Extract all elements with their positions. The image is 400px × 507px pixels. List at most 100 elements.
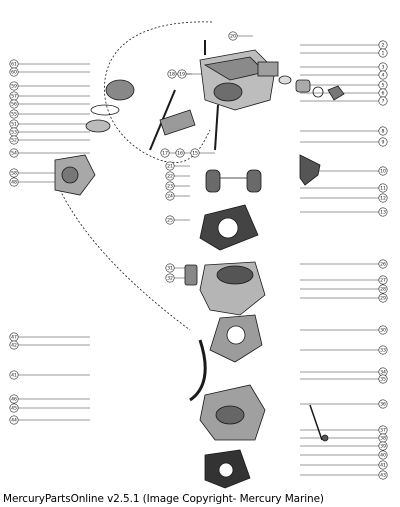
callout-right-5: 5 <box>378 80 388 90</box>
callout-number: 58 <box>11 171 17 177</box>
base-gasket <box>204 449 251 489</box>
callout-right-33: 33 <box>378 345 388 355</box>
callout-number: 40 <box>380 453 386 459</box>
callout-number: 4 <box>382 73 385 79</box>
leader-lines <box>18 35 379 476</box>
callout-number: 7 <box>382 99 385 105</box>
callout-right-29: 29 <box>378 293 388 303</box>
throttle-lever <box>299 154 321 186</box>
callout-number: 39 <box>380 444 386 450</box>
callout-number: 17 <box>162 151 168 157</box>
fuel-hose <box>189 339 207 402</box>
callout-number: 29 <box>380 296 386 302</box>
callout-inner-31: 31 <box>165 263 175 273</box>
callout-right-26: 26 <box>378 259 388 269</box>
callout-right-9: 9 <box>378 137 388 147</box>
callout-number: 32 <box>167 276 173 282</box>
callout-inner-32: 32 <box>165 273 175 283</box>
callout-number: 60 <box>11 70 17 76</box>
callout-number: 35 <box>380 377 386 383</box>
callout-left-48: 48 <box>9 177 19 187</box>
callout-inner-15: 15 <box>190 148 200 158</box>
callout-labels: 2134567891011121326272829303334353637383… <box>9 31 388 480</box>
callout-inner-24: 24 <box>165 191 175 201</box>
link-rod <box>309 404 323 441</box>
callout-left-52: 52 <box>9 135 19 145</box>
callout-left-51: 51 <box>9 119 19 129</box>
callout-left-42: 42 <box>9 340 19 350</box>
callout-inner-20: 20 <box>228 31 238 41</box>
callout-right-41: 41 <box>378 460 388 470</box>
callout-number: 22 <box>167 174 173 180</box>
callout-right-37: 37 <box>378 425 388 435</box>
upper-carburetor-body <box>199 49 279 111</box>
callout-number: 26 <box>380 262 386 268</box>
callout-right-43: 43 <box>378 470 388 480</box>
callout-right-36: 36 <box>378 399 388 409</box>
callout-number: 20 <box>230 34 236 40</box>
parts-artwork <box>54 21 345 489</box>
callout-number: 27 <box>380 278 386 284</box>
callout-right-2: 2 <box>378 40 388 50</box>
callout-left-53: 53 <box>9 127 19 137</box>
callout-inner-25: 25 <box>165 215 175 225</box>
callout-number: 19 <box>179 72 185 78</box>
callout-inner-19: 19 <box>177 69 187 79</box>
callout-inner-21: 21 <box>165 161 175 171</box>
callout-number: 9 <box>382 140 385 146</box>
spacer-gasket <box>209 314 263 363</box>
callout-right-3: 3 <box>378 62 388 72</box>
callout-right-28: 28 <box>378 284 388 294</box>
callout-left-58: 58 <box>9 168 19 178</box>
callout-right-12: 12 <box>378 193 388 203</box>
mid-gasket <box>199 204 259 251</box>
callout-right-7: 7 <box>378 96 388 106</box>
callout-number: 51 <box>11 122 17 128</box>
callout-number: 11 <box>380 186 386 192</box>
callout-left-59: 59 <box>9 81 19 91</box>
callout-number: 56 <box>11 102 17 108</box>
callout-inner-22: 22 <box>165 171 175 181</box>
callout-number: 59 <box>11 84 17 90</box>
callout-left-47: 47 <box>9 332 19 342</box>
callout-number: 48 <box>11 180 17 186</box>
callout-left-56: 56 <box>9 99 19 109</box>
callout-number: 15 <box>192 151 198 157</box>
callout-inner-23: 23 <box>165 181 175 191</box>
float-bowl-left <box>54 79 135 196</box>
callout-number: 3 <box>382 65 385 71</box>
callout-number: 6 <box>382 91 385 97</box>
callout-number: 52 <box>11 138 17 144</box>
callout-left-60: 60 <box>9 67 19 77</box>
callout-right-8: 8 <box>378 126 388 136</box>
callout-number: 33 <box>380 348 386 354</box>
callout-right-13: 13 <box>378 207 388 217</box>
callout-right-40: 40 <box>378 450 388 460</box>
callout-right-6: 6 <box>378 88 388 98</box>
callout-number: 1 <box>382 51 385 57</box>
callout-inner-16: 16 <box>175 148 185 158</box>
callout-number: 44 <box>11 418 17 424</box>
callout-number: 21 <box>167 164 173 170</box>
callout-number: 46 <box>11 397 17 403</box>
callout-right-30: 30 <box>378 325 388 335</box>
image-copyright-caption: MercuryPartsOnline v2.5.1 (Image Copyrig… <box>3 493 324 505</box>
callout-number: 12 <box>380 196 386 202</box>
callout-number: 37 <box>380 428 386 434</box>
callout-number: 18 <box>169 72 175 78</box>
callout-number: 16 <box>177 151 183 157</box>
callout-number: 13 <box>380 210 386 216</box>
callout-number: 5 <box>382 83 385 89</box>
callout-number: 25 <box>167 218 173 224</box>
callout-right-11: 11 <box>378 183 388 193</box>
callout-number: 45 <box>11 406 17 412</box>
callout-number: 38 <box>380 436 386 442</box>
callout-number: 23 <box>167 184 173 190</box>
callout-number: 2 <box>382 43 385 49</box>
callout-number: 8 <box>382 129 385 135</box>
callout-number: 53 <box>11 130 17 136</box>
dashed-hose-path-2 <box>59 189 191 331</box>
callout-left-45: 45 <box>9 403 19 413</box>
small-nut <box>321 434 329 442</box>
callout-inner-17: 17 <box>160 148 170 158</box>
